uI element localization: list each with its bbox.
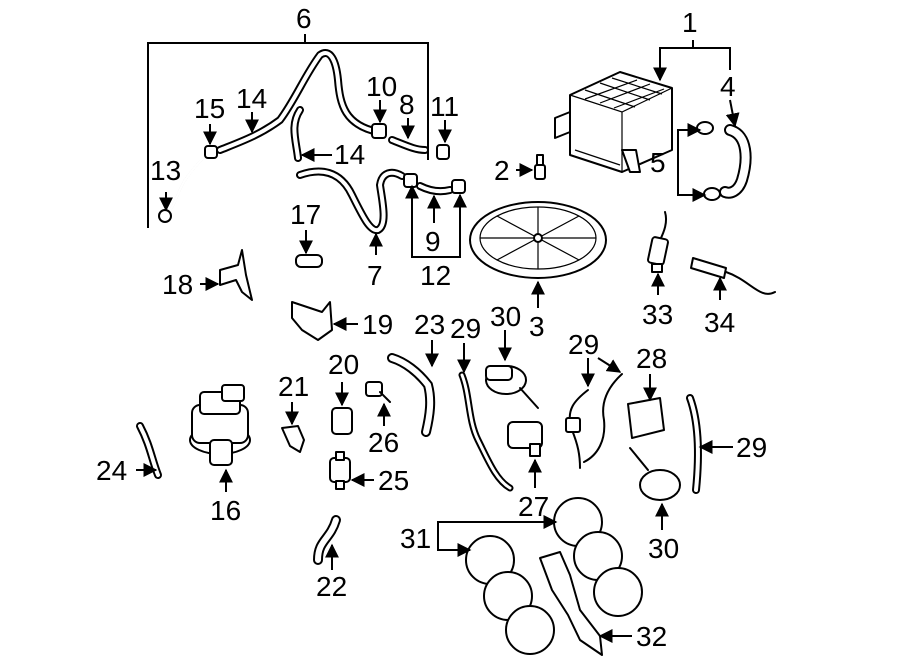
callout-21: 21 <box>278 371 309 402</box>
callout-14-lower: 14 <box>334 139 365 170</box>
clamp-10[interactable] <box>371 123 387 139</box>
callout-4: 4 <box>720 71 736 102</box>
clamp-12-right[interactable] <box>451 179 466 194</box>
canister-hose-4[interactable] <box>719 124 752 199</box>
callout-24: 24 <box>96 455 127 486</box>
callout-25: 25 <box>378 465 409 496</box>
vacuum-line-29-middle[interactable] <box>565 373 623 469</box>
solenoid-28[interactable] <box>627 397 665 439</box>
vacuum-hose-8[interactable] <box>388 136 429 154</box>
bracket-18[interactable] <box>219 249 253 301</box>
callout-8: 8 <box>399 89 415 120</box>
bracket-19[interactable] <box>291 301 333 341</box>
callout-5: 5 <box>650 147 666 178</box>
callout-31: 31 <box>400 523 431 554</box>
callout-29-middle: 29 <box>568 329 599 360</box>
charcoal-canister[interactable] <box>554 71 673 173</box>
filter-25[interactable] <box>329 451 351 490</box>
vacuum-line-29-left[interactable] <box>458 371 514 492</box>
clamp-11[interactable] <box>436 144 450 160</box>
vacuum-hose-29-right[interactable] <box>686 394 702 494</box>
vacuum-hose-14-lower[interactable] <box>290 106 304 162</box>
callout-13: 13 <box>150 155 181 186</box>
callout-30-upper: 30 <box>490 301 521 332</box>
callout-17: 17 <box>290 199 321 230</box>
callout-11: 11 <box>430 91 459 122</box>
sensor-26[interactable] <box>365 381 391 403</box>
solenoid-27[interactable] <box>507 421 543 457</box>
callout-19: 19 <box>362 309 393 340</box>
callout-20: 20 <box>328 349 359 380</box>
callout-32: 32 <box>636 621 667 652</box>
clamp-12-left[interactable] <box>403 173 418 188</box>
callout-22: 22 <box>316 571 347 602</box>
air-pump-16[interactable] <box>189 384 251 466</box>
callout-16: 16 <box>210 495 241 526</box>
callout-33: 33 <box>642 299 673 330</box>
callout-2: 2 <box>494 155 510 186</box>
hose-24[interactable] <box>136 422 162 479</box>
callout-26: 26 <box>368 427 399 458</box>
clamp-15[interactable] <box>204 145 218 159</box>
callout-29-left: 29 <box>450 313 481 344</box>
callout-10: 10 <box>366 71 397 102</box>
oxygen-sensor-33[interactable] <box>647 211 669 273</box>
callout-3: 3 <box>529 311 545 342</box>
vacuum-hose-14-upper[interactable] <box>216 49 382 154</box>
callout-30-lower: 30 <box>648 533 679 564</box>
callout-15: 15 <box>194 93 225 124</box>
clamp-5-upper[interactable] <box>696 121 714 135</box>
ball-set-31[interactable] <box>465 497 643 655</box>
callout-14-upper: 14 <box>236 83 267 114</box>
callout-29-right: 29 <box>736 432 767 463</box>
callout-28: 28 <box>636 343 667 374</box>
valve-17[interactable] <box>295 254 323 268</box>
bracket-32[interactable] <box>539 551 603 656</box>
callout-1: 1 <box>682 7 698 38</box>
check-valve-2[interactable] <box>534 154 546 180</box>
connector-21[interactable] <box>281 425 305 453</box>
callout-34: 34 <box>704 307 735 338</box>
clamp-5-lower[interactable] <box>703 187 721 201</box>
hose-group-bracket <box>147 34 429 228</box>
callout-6: 6 <box>296 3 312 34</box>
vacuum-hose-9[interactable] <box>416 182 454 196</box>
callout-27: 27 <box>518 491 549 522</box>
oxygen-sensor-34[interactable] <box>690 257 776 295</box>
callout-12: 12 <box>420 260 451 291</box>
vacuum-actuator-30-lower[interactable] <box>629 447 681 501</box>
hose-23[interactable] <box>387 353 436 437</box>
callout-7: 7 <box>367 260 383 291</box>
canister-cover-3[interactable] <box>469 201 607 279</box>
callout-23: 23 <box>414 309 445 340</box>
hose-22[interactable] <box>313 515 341 565</box>
callout-18: 18 <box>162 269 193 300</box>
solenoid-20[interactable] <box>331 407 353 435</box>
callout-labels: 1 2 3 4 5 6 7 8 9 10 11 12 13 14 14 15 1… <box>96 3 767 652</box>
callout-9: 9 <box>425 226 441 257</box>
vacuum-hose-7[interactable] <box>296 167 406 235</box>
leader-lines <box>136 40 740 643</box>
vacuum-actuator-30-upper[interactable] <box>485 365 539 409</box>
